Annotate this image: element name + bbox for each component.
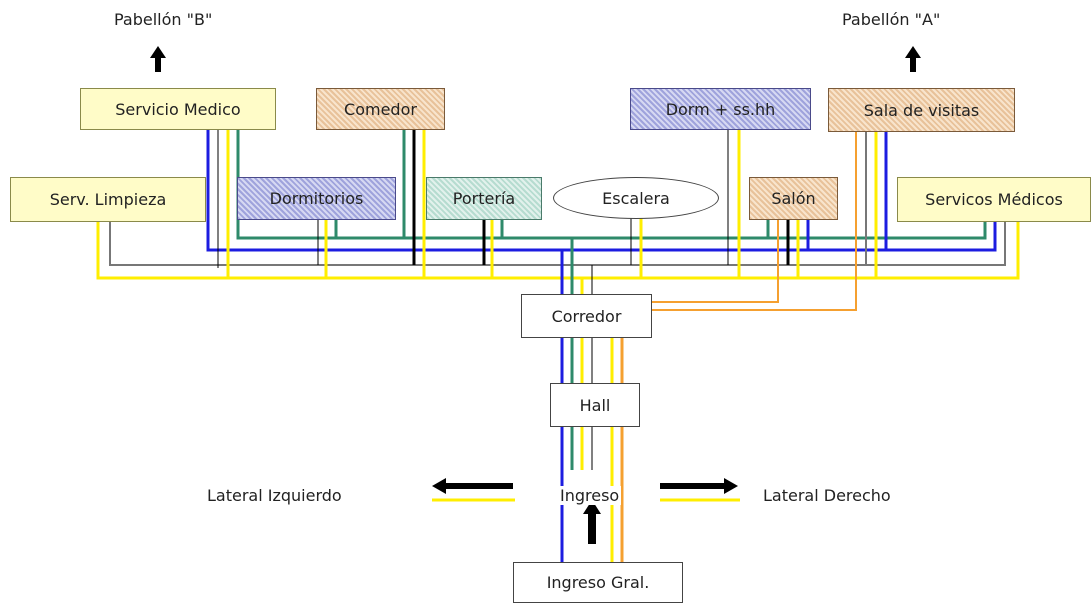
node-dorm-sshh: Dorm + ss.hh	[630, 88, 811, 130]
node-servicios-medicos: Servicos Médicos	[897, 177, 1091, 222]
node-hall: Hall	[550, 383, 640, 427]
orange-line-sala-visitas	[652, 132, 857, 311]
node-escalera: Escalera	[553, 177, 719, 219]
label-pabellon-a: Pabellón "A"	[842, 10, 941, 29]
arrow-left-icon	[432, 478, 513, 494]
node-corredor: Corredor	[521, 294, 652, 338]
node-salon: Salón	[749, 177, 838, 220]
gray-bus-line	[109, 222, 1006, 266]
label-lateral-derecho: Lateral Derecho	[763, 486, 891, 505]
node-comedor: Comedor	[316, 88, 445, 130]
arrow-right-icon	[660, 478, 738, 494]
node-serv-limpieza: Serv. Limpieza	[10, 177, 206, 222]
arrow-up-pabellon-b-icon	[150, 46, 166, 72]
blue-bus-line	[206, 128, 997, 252]
arrow-up-ingreso-icon	[583, 500, 601, 544]
node-ingreso: Ingreso	[558, 486, 622, 505]
label-pabellon-b: Pabellón "B"	[114, 10, 213, 29]
node-ingreso-gral: Ingreso Gral.	[513, 562, 683, 603]
orange-line-salon	[652, 220, 779, 303]
yellow-bus-line	[96, 222, 1020, 280]
node-sala-visitas: Sala de visitas	[828, 88, 1015, 132]
node-dormitorios: Dormitorios	[237, 177, 396, 220]
node-servicio-medico: Servicio Medico	[80, 88, 276, 130]
label-lateral-izquierdo: Lateral Izquierdo	[207, 486, 342, 505]
node-porteria: Portería	[426, 177, 542, 220]
arrow-up-pabellon-a-icon	[905, 46, 921, 72]
